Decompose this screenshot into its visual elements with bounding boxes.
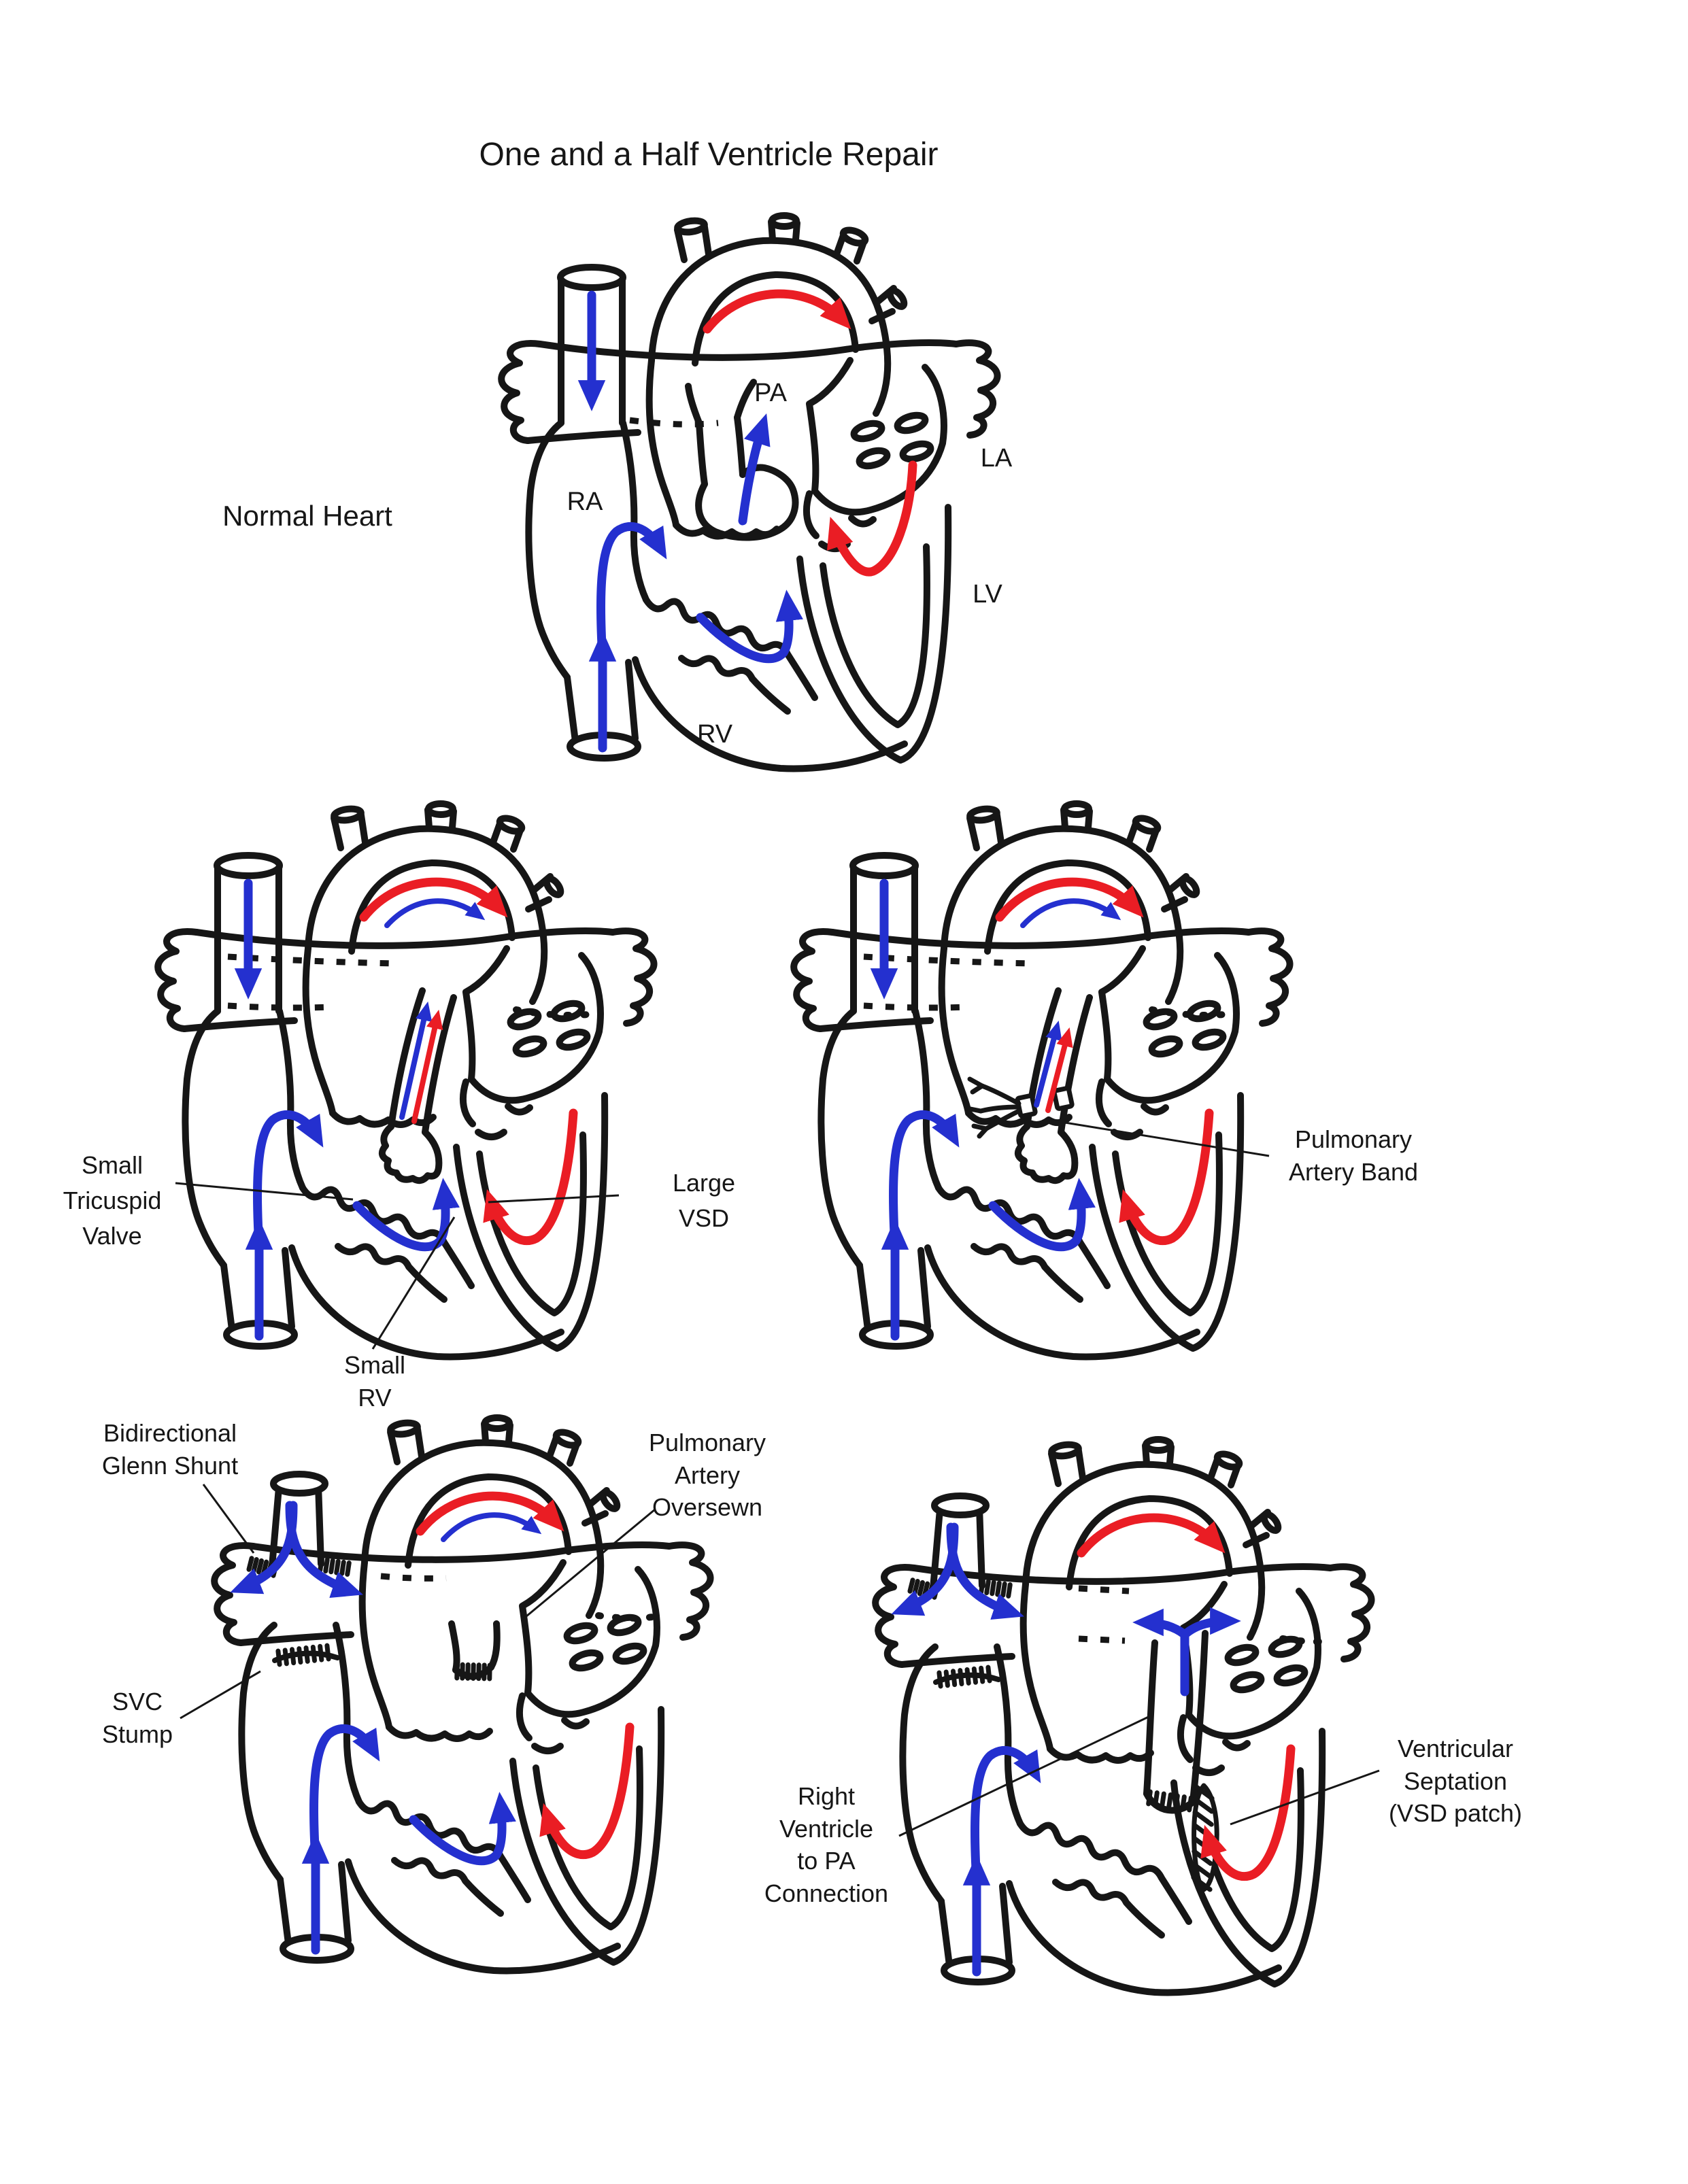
hidden-border-dashes [380, 1573, 447, 1582]
annotation-small-rv: Small RV [343, 1351, 406, 1412]
label-lv: LV [973, 580, 1002, 609]
hidden-border-dashes [1078, 1585, 1130, 1594]
hidden-border-dashes [629, 417, 719, 428]
annotation-svc-stump: SVC Stump [101, 1688, 173, 1748]
annotation-pa-band: Pulmonary Artery Band [1288, 1125, 1419, 1186]
glenn-heart-figure [182, 1420, 740, 2025]
hidden-border-dashes [863, 953, 1032, 967]
aorta-flow-arrow [1081, 1518, 1217, 1553]
hidden-border-dashes [1078, 1635, 1126, 1644]
pulmonary-artery-trunk [685, 379, 799, 541]
aorta-mixed-flow-arrow [443, 1515, 536, 1539]
normal-heart-caption: Normal Heart [222, 500, 392, 532]
banded-heart-drawing [762, 806, 1319, 1411]
label-ra: RA [567, 488, 603, 516]
pa-red-flow-arrow [411, 1009, 443, 1124]
pa-flow-arrow [738, 413, 771, 526]
banded-heart-figure [762, 806, 1319, 1411]
pa-blue-flow-arrow [399, 1001, 433, 1120]
la-dotted-border [1149, 1006, 1234, 1019]
pa-red-flow-arrow [1045, 1027, 1073, 1113]
diseased-heart-figure [126, 806, 683, 1411]
la-dotted-border [513, 1006, 598, 1019]
normal-heart-figure [469, 218, 1027, 823]
annotation-vsd-patch: Ventricular Septation (VSD patch) [1388, 1735, 1523, 1828]
annotation-small-tricuspid-valve: Small Tricuspid Valve [63, 1151, 162, 1250]
repaired-heart-drawing [843, 1441, 1401, 2047]
annotation-glenn-shunt: Bidirectional Glenn Shunt [101, 1419, 239, 1480]
conduit-flow-arrows [1132, 1607, 1241, 1696]
label-pa: PA [754, 379, 787, 407]
label-la: LA [980, 444, 1013, 473]
page-title: One and a Half Ventricle Repair [479, 137, 939, 173]
aorta-flow-arrow [707, 294, 843, 329]
aorta-mixed-flow-arrow [387, 901, 479, 925]
annotation-rv-pa-connection: Right Ventricle to PA Connection [764, 1782, 889, 1907]
annotation-large-vsd: Large VSD [672, 1169, 736, 1233]
pulmonary-artery-oversewn-stub [448, 1620, 501, 1682]
normal-heart-drawing [469, 218, 1027, 823]
repaired-heart-figure [843, 1441, 1401, 2047]
aorta-mixed-flow-arrow [1023, 901, 1115, 925]
annotation-pa-oversewn: Pulmonary Artery Oversewn [648, 1429, 766, 1522]
pa-blue-flow-arrow [1034, 1020, 1062, 1108]
hidden-border-dashes [227, 953, 396, 967]
label-rv: RV [696, 720, 733, 749]
pulmonary-artery-band [964, 1076, 1075, 1139]
glenn-heart-drawing [182, 1420, 740, 2025]
diseased-heart-drawing [126, 806, 683, 1411]
hidden-border-dashes [227, 1002, 332, 1011]
hidden-border-dashes [863, 1002, 968, 1011]
la-dotted-border [1279, 1635, 1336, 1645]
